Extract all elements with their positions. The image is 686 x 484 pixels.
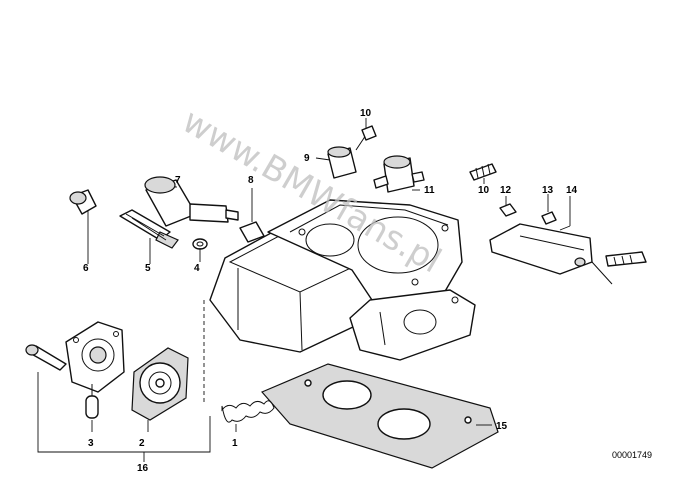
small-screw-right	[469, 163, 497, 181]
callout-12: 12	[500, 185, 512, 196]
carburetor-housing	[209, 199, 476, 361]
small-valve	[85, 384, 99, 419]
callout-11: 11	[424, 185, 435, 196]
idle-cutoff-valve	[144, 176, 239, 227]
nut-12	[499, 203, 517, 217]
nut-13	[541, 211, 557, 225]
diaphragm-spring	[221, 400, 275, 423]
choke-bracket	[489, 223, 647, 285]
banjo-fitting-right	[373, 155, 425, 193]
callout-3: 3	[88, 438, 94, 449]
callout-14: 14	[566, 185, 578, 196]
washer	[192, 238, 208, 250]
leader-lines	[37, 118, 571, 462]
callouts: 1 2 3 4 5 6 7 8 9 10 10 11 12 13 14 15 1…	[83, 108, 578, 474]
callout-9: 9	[304, 153, 310, 164]
callout-1: 1	[232, 438, 238, 449]
document-number: 00001749	[612, 450, 652, 460]
base-gasket	[261, 363, 499, 469]
callout-4: 4	[194, 263, 200, 274]
cap	[69, 189, 97, 215]
callout-5: 5	[145, 263, 151, 274]
callout-6: 6	[83, 263, 89, 274]
callout-15: 15	[496, 421, 508, 432]
diaphragm-cover	[65, 321, 125, 393]
callout-2: 2	[139, 438, 145, 449]
cover-screw	[25, 344, 67, 371]
callout-10-top: 10	[360, 108, 372, 119]
callout-13: 13	[542, 185, 554, 196]
callout-16: 16	[137, 463, 149, 474]
small-screw-top	[361, 125, 377, 141]
mixture-screw	[119, 209, 179, 249]
callout-8: 8	[248, 175, 254, 186]
diaphragm	[131, 347, 189, 421]
banjo-fitting-left	[327, 129, 369, 179]
callout-10-right: 10	[478, 185, 490, 196]
callout-7: 7	[175, 175, 181, 186]
seal-ring	[239, 221, 265, 243]
